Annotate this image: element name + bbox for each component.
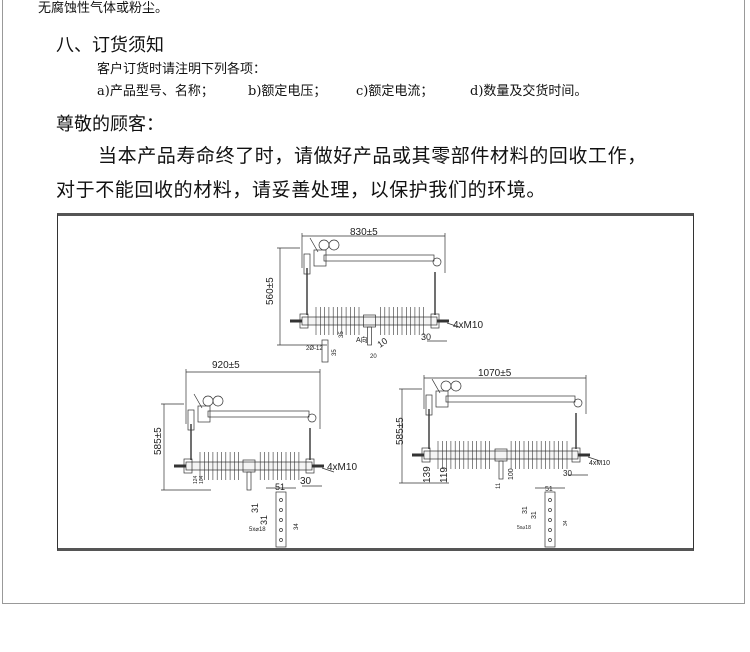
mounting-stud: [367, 326, 372, 346]
fuse-tube: [207, 410, 310, 418]
hole-pitch-1: 31: [522, 506, 529, 514]
bolt-spec: 4xM10: [453, 320, 483, 331]
hole-spec: 2Ø-12: [306, 346, 323, 352]
order-item-b: b)额定电压；: [248, 84, 327, 99]
hook-ring-icon: [432, 257, 442, 267]
fuse-tube: [445, 395, 576, 403]
mounting-stud: [498, 460, 504, 480]
dim-104: 104: [199, 475, 205, 484]
hole-pitch-1: 31: [250, 503, 260, 513]
bolt-spec: 4xM10: [327, 462, 357, 473]
hole-pitch-3: 34: [294, 523, 300, 530]
mounting-plate: [321, 339, 329, 363]
mounting-hole: [279, 528, 283, 532]
contact-block: [197, 405, 211, 423]
hole-spec: 5x⌀18: [517, 525, 531, 531]
ring-icon: [318, 239, 330, 251]
hole-pitch-2: 31: [531, 511, 538, 519]
dim-11: 11: [496, 482, 502, 489]
dim-139: 139: [422, 466, 433, 483]
dim-height: 585±5: [153, 427, 164, 455]
drawing-frame: [57, 213, 694, 551]
leader-line: [587, 456, 601, 462]
mounting-hole: [548, 528, 552, 532]
insulator-core: [185, 461, 313, 471]
leader-line: [321, 467, 335, 473]
dim-width: 830±5: [350, 227, 378, 238]
dim-124: 124: [193, 475, 199, 484]
drawing-920: [161, 369, 335, 548]
mounting-hole: [279, 518, 283, 522]
dim-100: 100: [508, 468, 515, 480]
dim-offset: 30: [563, 469, 572, 478]
page-border: [2, 0, 745, 604]
dim-width: 1070±5: [478, 368, 512, 379]
insulator-core: [423, 450, 579, 460]
ring-icon: [328, 239, 340, 251]
hole-pitch-3: 34: [563, 520, 569, 526]
recycle-line-1: 当本产品寿命终了时，请做好产品或其零部件材料的回收工作，: [98, 145, 647, 167]
ring-icon: [202, 395, 214, 407]
drawing-1070: [399, 375, 601, 548]
dim-height: 560±5: [265, 277, 276, 305]
hole-pitch-2: 31: [259, 515, 269, 525]
fuse-tube: [323, 254, 435, 262]
contact-block: [435, 390, 449, 408]
drawing-830: [277, 233, 460, 363]
mounting-hole: [548, 518, 552, 522]
mounting-hole: [548, 538, 552, 542]
dim-width: 920±5: [212, 360, 240, 371]
order-item-c: c)额定电流；: [356, 84, 434, 99]
hook-ring-icon: [573, 398, 583, 408]
dim-20: 20: [370, 354, 377, 360]
dim-35a: 35: [339, 331, 345, 338]
recycle-line-2: 对于不能回收的材料，请妥善处理，以保护我们的环境。: [56, 179, 547, 201]
plate-width: 51: [275, 482, 285, 492]
order-intro: 客户订货时请注明下列各项：: [97, 62, 267, 77]
insulator-core: [301, 316, 438, 326]
ring-icon: [440, 380, 452, 392]
mounting-hole: [548, 498, 552, 502]
dim-height: 585±5: [395, 417, 406, 445]
ring-icon: [450, 380, 462, 392]
hole-spec: 5x⌀18: [249, 527, 266, 533]
dim-offset: 30: [300, 476, 312, 487]
dim-119: 119: [439, 467, 450, 483]
dim-offset: 30: [421, 332, 431, 342]
dim-10: 10: [375, 336, 389, 350]
bolt-spec: 4xM10: [589, 460, 610, 467]
plate-width: 51: [545, 486, 553, 493]
hook-ring-icon: [307, 413, 317, 423]
mounting-hole: [548, 508, 552, 512]
previous-line: 无腐蚀性气体或粉尘。: [38, 1, 169, 16]
leader-line: [446, 322, 460, 328]
mounting-stud: [246, 471, 252, 491]
mounting-hole: [279, 538, 283, 542]
order-item-d: d)数量及交货时间。: [470, 84, 588, 99]
mounting-hole: [279, 498, 283, 502]
mounting-plate: [275, 491, 287, 548]
view-label: A向: [356, 335, 368, 344]
order-item-a: a)产品型号、名称；: [97, 84, 214, 99]
section-title: 八、订货须知: [56, 35, 164, 56]
dim-35b: 35: [332, 349, 338, 356]
greeting: 尊敬的顾客：: [56, 114, 164, 135]
mounting-plate: [544, 491, 556, 548]
ring-icon: [212, 395, 224, 407]
contact-block: [313, 249, 327, 267]
mounting-hole: [279, 508, 283, 512]
